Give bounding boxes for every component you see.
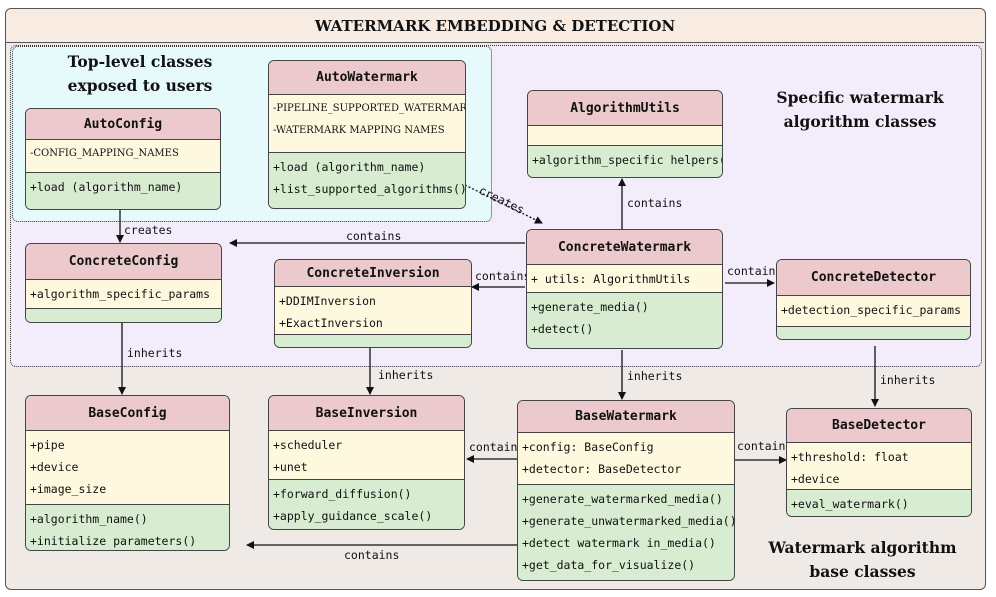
specific-label-line1: Specific watermark bbox=[776, 88, 944, 107]
class-box-base-inversion: BaseInversion +scheduler +unet +forward_… bbox=[268, 395, 465, 530]
class-attributes bbox=[528, 126, 722, 146]
class-name: ConcreteDetector bbox=[777, 260, 970, 296]
class-method: +load (algorithm_name) bbox=[30, 180, 183, 194]
class-attribute: +device bbox=[30, 460, 79, 474]
class-attributes: +algorithm_specific_params bbox=[26, 280, 221, 309]
base-region-label: Watermark algorithm base classes bbox=[755, 536, 970, 584]
class-method: +algorithm_specific helpers() bbox=[532, 153, 723, 167]
class-attributes: +threshold: float +device bbox=[787, 443, 971, 490]
diagram-title: WATERMARK EMBEDDING & DETECTION bbox=[6, 9, 984, 43]
class-attributes: +detection_specific_params bbox=[777, 296, 970, 327]
class-name: BaseConfig bbox=[26, 396, 229, 431]
class-method: +load (algorithm_name) bbox=[273, 160, 426, 174]
class-name: BaseInversion bbox=[269, 396, 464, 431]
label-inherits-inversion: inherits bbox=[378, 368, 434, 382]
class-box-concrete-inversion: ConcreteInversion +DDIMInversion +ExactI… bbox=[274, 259, 472, 348]
class-attribute: +algorithm_specific_params bbox=[30, 287, 211, 301]
label-contains-inversion: contains bbox=[475, 269, 531, 283]
label-contains-base-detector: contains bbox=[737, 439, 793, 453]
class-method: +initialize parameters() bbox=[30, 534, 197, 548]
class-attributes: + utils: AlgorithmUtils bbox=[527, 265, 722, 293]
class-methods: +load (algorithm_name) bbox=[26, 173, 220, 209]
class-name: AutoConfig bbox=[26, 109, 220, 140]
class-method: +algorithm_name() bbox=[30, 512, 148, 526]
base-label-line2: base classes bbox=[809, 562, 916, 581]
class-method: +generate_unwatermarked_media() bbox=[522, 514, 735, 528]
class-methods: +algorithm_specific helpers() bbox=[528, 146, 722, 177]
class-name: ConcreteInversion bbox=[275, 260, 471, 287]
class-methods: +generate_watermarked_media() +generate_… bbox=[518, 485, 734, 580]
class-attribute: +detection_specific_params bbox=[781, 303, 962, 317]
class-attribute: -CONFIG_MAPPING_NAMES bbox=[30, 148, 179, 159]
class-attributes: +pipe +device +image_size bbox=[26, 431, 229, 505]
class-attribute: + utils: AlgorithmUtils bbox=[531, 272, 691, 286]
class-method: +generate_media() bbox=[531, 300, 649, 314]
class-attribute: +device bbox=[791, 472, 840, 486]
class-box-base-config: BaseConfig +pipe +device +image_size +al… bbox=[25, 395, 230, 551]
class-name: BaseDetector bbox=[787, 409, 971, 443]
class-attribute: +scheduler bbox=[273, 438, 343, 452]
class-methods: +load (algorithm_name) +list_supported_a… bbox=[269, 153, 465, 208]
class-method: +eval_watermark() bbox=[791, 497, 909, 511]
class-methods: +algorithm_name() +initialize parameters… bbox=[26, 505, 229, 550]
label-inherits-config: inherits bbox=[127, 346, 183, 360]
label-contains-utils: contains bbox=[627, 196, 683, 210]
class-box-autowatermark: AutoWatermark -PIPELINE_SUPPORTED_WATERM… bbox=[268, 60, 466, 209]
class-name: ConcreteConfig bbox=[26, 244, 221, 280]
class-methods: +generate_media() +detect() bbox=[527, 293, 722, 348]
class-box-concrete-config: ConcreteConfig +algorithm_specific_param… bbox=[25, 243, 222, 323]
class-methods bbox=[275, 335, 471, 347]
class-name: AutoWatermark bbox=[269, 61, 465, 95]
top-level-label-line1: Top-level classes bbox=[67, 52, 213, 71]
class-method: +get_data_for_visualize() bbox=[522, 558, 696, 572]
class-name: ConcreteWatermark bbox=[527, 230, 722, 265]
class-attributes: -PIPELINE_SUPPORTED_WATERMARKS -WATERMAR… bbox=[269, 95, 465, 153]
class-box-concrete-detector: ConcreteDetector +detection_specific_par… bbox=[776, 259, 971, 340]
class-methods bbox=[26, 309, 221, 322]
label-contains-base-inversion: contains bbox=[469, 440, 525, 454]
class-attribute: +detector: BaseDetector bbox=[522, 462, 682, 476]
class-method: +generate_watermarked_media() bbox=[522, 492, 723, 506]
class-attributes: +config: BaseConfig +detector: BaseDetec… bbox=[518, 433, 734, 485]
label-inherits-detector: inherits bbox=[880, 373, 936, 387]
label-contains-detector: contains bbox=[727, 264, 783, 278]
class-attribute: +image_size bbox=[30, 482, 107, 496]
class-box-autoconfig: AutoConfig -CONFIG_MAPPING_NAMES +load (… bbox=[25, 108, 221, 210]
specific-label-line2: algorithm classes bbox=[783, 112, 937, 131]
label-contains-base-config: contains bbox=[344, 548, 400, 562]
class-methods: +forward_diffusion() +apply_guidance_sca… bbox=[269, 480, 464, 529]
class-method: +forward_diffusion() bbox=[273, 487, 412, 501]
label-inherits-watermark: inherits bbox=[627, 369, 683, 383]
top-level-label-line2: exposed to users bbox=[67, 76, 213, 95]
label-contains-config: contains bbox=[346, 229, 402, 243]
class-box-base-watermark: BaseWatermark +config: BaseConfig +detec… bbox=[517, 400, 735, 581]
class-box-base-detector: BaseDetector +threshold: float +device +… bbox=[786, 408, 972, 517]
class-method: +list_supported_algorithms() bbox=[273, 182, 466, 196]
class-attribute: +threshold: float bbox=[791, 450, 909, 464]
class-attributes: +DDIMInversion +ExactInversion bbox=[275, 287, 471, 335]
class-attributes: -CONFIG_MAPPING_NAMES bbox=[26, 140, 220, 173]
class-attribute: +config: BaseConfig bbox=[522, 440, 654, 454]
class-attribute: +unet bbox=[273, 460, 308, 474]
class-methods: +eval_watermark() bbox=[787, 490, 971, 516]
specific-region-label: Specific watermark algorithm classes bbox=[760, 86, 960, 134]
base-label-line1: Watermark algorithm bbox=[768, 538, 957, 557]
class-attribute: -WATERMARK MAPPING NAMES bbox=[273, 125, 445, 136]
class-method: +detect() bbox=[531, 322, 594, 336]
class-method: +detect watermark in_media() bbox=[522, 536, 716, 550]
class-name: AlgorithmUtils bbox=[528, 91, 722, 126]
label-creates-autoconfig: creates bbox=[124, 223, 173, 237]
class-method: +apply_guidance_scale() bbox=[273, 509, 433, 523]
class-attribute: -PIPELINE_SUPPORTED_WATERMARKS bbox=[273, 103, 466, 114]
class-box-algorithm-utils: AlgorithmUtils +algorithm_specific helpe… bbox=[527, 90, 723, 178]
class-name: BaseWatermark bbox=[518, 401, 734, 433]
top-level-region-label: Top-level classes exposed to users bbox=[40, 50, 240, 98]
class-attributes: +scheduler +unet bbox=[269, 431, 464, 480]
class-methods bbox=[777, 327, 970, 339]
class-attribute: +pipe bbox=[30, 438, 65, 452]
class-attribute: +DDIMInversion bbox=[279, 294, 376, 308]
class-attribute: +ExactInversion bbox=[279, 316, 383, 330]
class-box-concrete-watermark: ConcreteWatermark + utils: AlgorithmUtil… bbox=[526, 229, 723, 349]
